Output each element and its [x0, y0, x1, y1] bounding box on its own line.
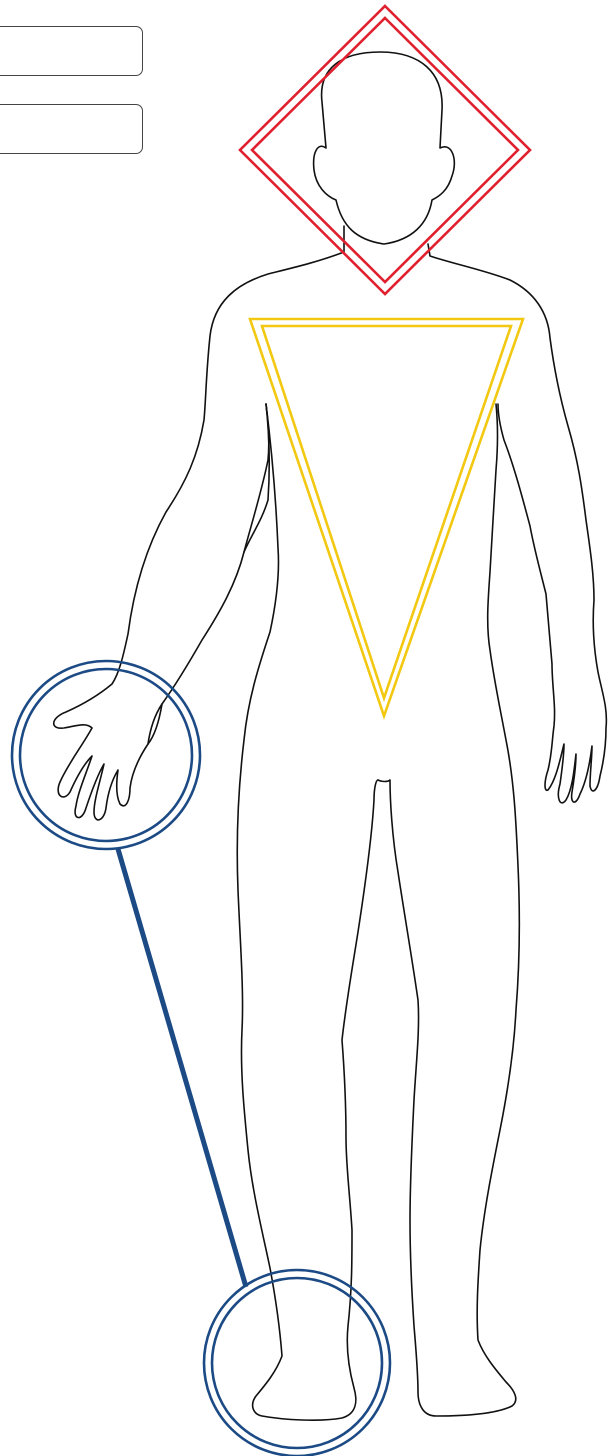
body-silhouette	[54, 226, 344, 820]
connector-line	[118, 849, 246, 1287]
head-diamond-marker	[240, 6, 530, 294]
head-outline	[314, 52, 455, 244]
left-inner-arm	[244, 404, 269, 552]
body-outline	[54, 52, 607, 1420]
left-hand-thumb	[148, 704, 162, 744]
right-torso-side	[378, 404, 519, 1416]
right-arm	[428, 244, 606, 803]
foot-circle-marker	[204, 1270, 390, 1456]
left-torso-side	[237, 404, 378, 1420]
torso-triangle-marker	[250, 319, 523, 716]
